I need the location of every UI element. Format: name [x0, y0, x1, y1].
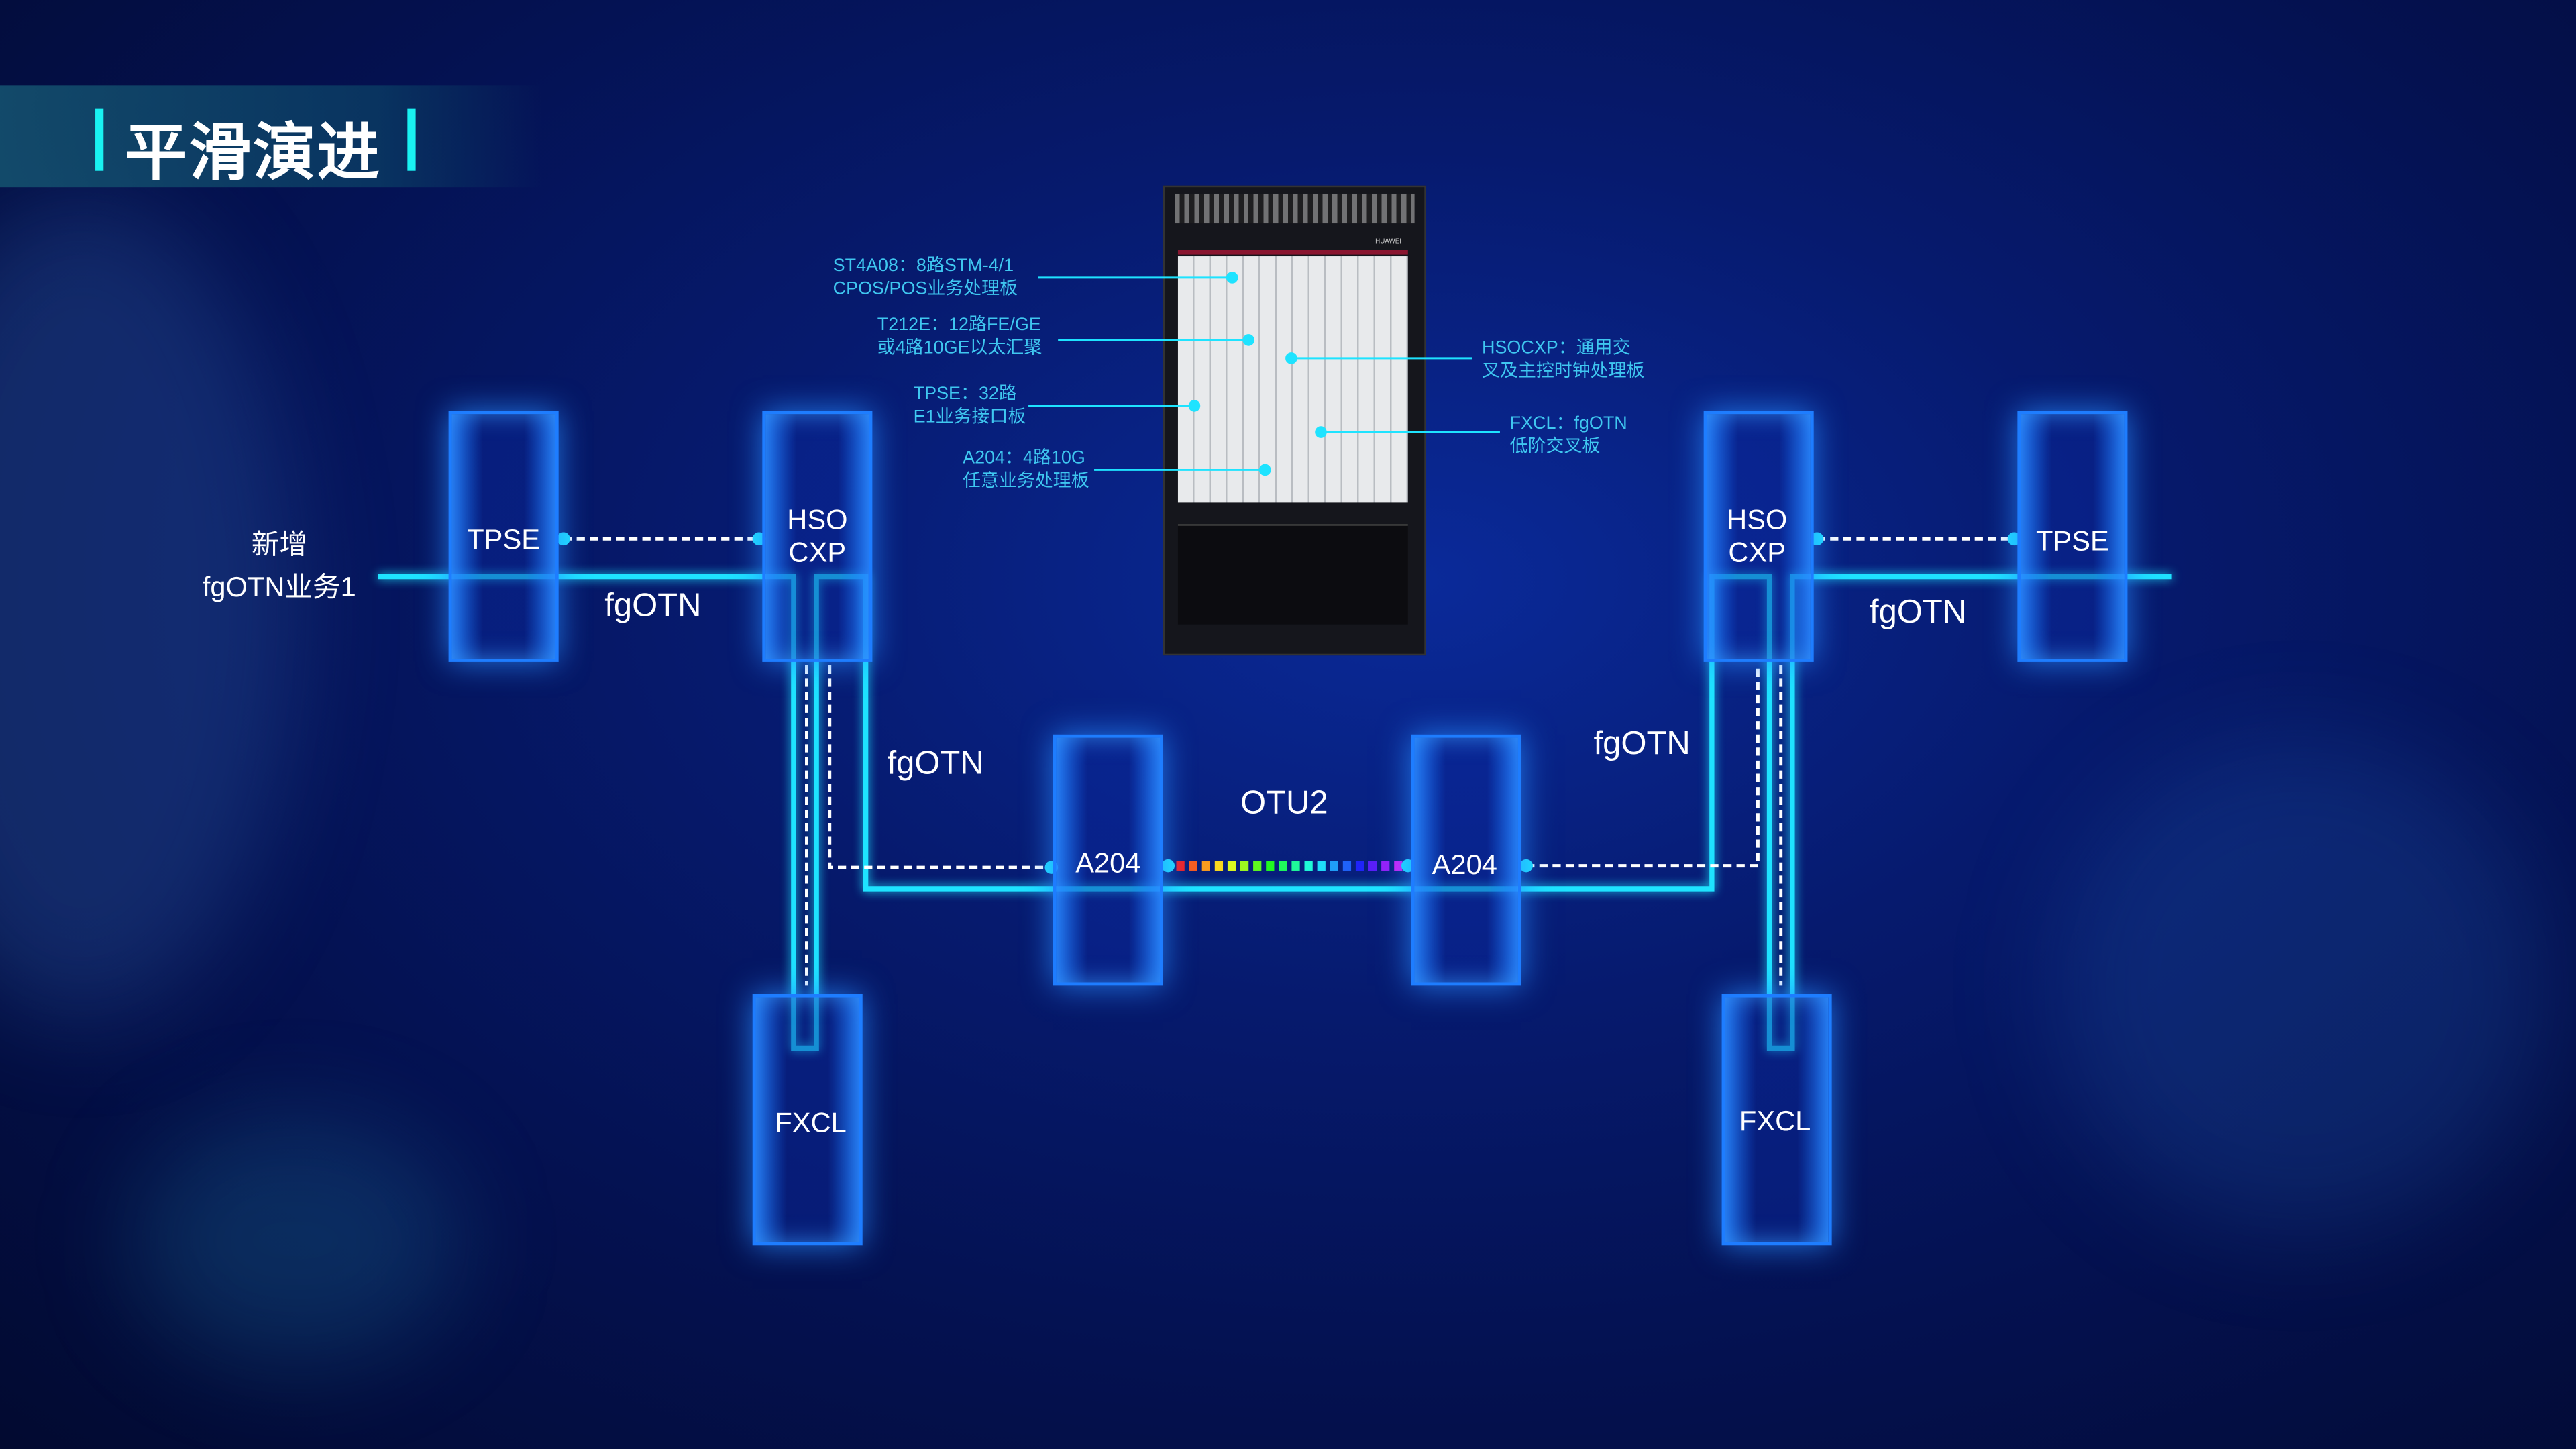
callout-text: 低阶交叉板: [1509, 437, 1601, 457]
callout-dot: [1285, 352, 1297, 364]
callout-text: ST4A08：8路STM-4/1: [833, 256, 1014, 276]
port-dot: [1810, 532, 1824, 546]
otu2-wavelength-dot: [1304, 861, 1313, 871]
node-label-line: CXP: [1728, 537, 1786, 569]
otu2-wavelength-dot: [1317, 861, 1326, 871]
node-label-line: HSO: [1727, 504, 1788, 536]
dashed-link: [1526, 665, 1760, 868]
node-label: FXCL: [775, 1107, 847, 1139]
otu2-wavelength-dot: [1214, 861, 1224, 871]
link-label: fgOTN: [1869, 594, 1967, 631]
node-label-line: HSO: [787, 504, 848, 536]
callout-dot: [1188, 400, 1201, 412]
port-dot: [752, 532, 766, 546]
otu2-wavelength-dot: [1189, 861, 1197, 871]
otu2-wavelength-dot: [1266, 861, 1275, 871]
otu2-wavelength-dot: [1240, 861, 1249, 871]
port-dot: [2007, 532, 2021, 546]
new-service-label: 新增 fgOTN业务1: [180, 524, 378, 609]
otu2-wavelength-dot: [1394, 861, 1403, 871]
callout-t212e: T212E：12路FE/GE 或4路10GE以太汇聚: [877, 314, 1042, 360]
node-tpse-left[interactable]: [448, 411, 559, 662]
otu2-wavelength-dot: [1355, 861, 1364, 871]
otu2-wavelength-dot: [1342, 861, 1352, 871]
node-tpse-right[interactable]: [2017, 411, 2128, 662]
title-accent: [407, 108, 416, 171]
title-accent: [95, 108, 104, 171]
callout-text: T212E：12路FE/GE: [877, 315, 1041, 335]
callout-text: CPOS/POS业务处理板: [833, 279, 1018, 299]
node-label-line: CXP: [788, 537, 847, 569]
node-a204-left[interactable]: [1053, 734, 1163, 986]
otu2-wavelength-dot: [1291, 861, 1300, 871]
node-hsocxp-left[interactable]: [762, 411, 873, 662]
node-label: A204: [1432, 849, 1497, 881]
port-dot: [1401, 859, 1415, 873]
otu2-wavelength-dot: [1201, 861, 1210, 871]
callout-dot: [1226, 272, 1238, 284]
node-label: A204: [1075, 847, 1141, 879]
bg-glow: [2053, 739, 2546, 1232]
service-line: 新增: [251, 529, 307, 561]
callout-text: 任意业务处理板: [963, 471, 1089, 492]
callout-text: TPSE：32路: [913, 384, 1017, 405]
callout-dot: [1258, 464, 1271, 476]
port-dot: [1519, 859, 1533, 873]
title-bar: [0, 85, 543, 188]
dashed-link: [828, 665, 1052, 869]
rack-ports: [1175, 193, 1415, 224]
callout-a204: A204：4路10G 任意业务处理板: [963, 447, 1089, 493]
link-label: fgOTN: [1593, 726, 1690, 763]
otu2-wavelength-dot: [1227, 861, 1236, 871]
callout-dot: [1242, 334, 1255, 346]
callout-text: HSOCXP：通用交: [1481, 338, 1631, 358]
node-label: TPSE: [467, 524, 540, 555]
fan-tray: [1177, 524, 1408, 625]
link-label: fgOTN: [604, 588, 702, 625]
device-brand: HUAWEI: [1375, 236, 1401, 245]
otu2-wavelength-dot: [1330, 861, 1338, 871]
board-slots: [1177, 256, 1408, 503]
callout-text: E1业务接口板: [913, 407, 1026, 427]
callout-dot: [1315, 426, 1327, 438]
node-label: TPSE: [2036, 525, 2109, 557]
page-title: 平滑演进: [125, 119, 382, 189]
otu2-rainbow-link: [1176, 861, 1403, 871]
node-label: FXCL: [1739, 1106, 1811, 1137]
device-chassis-image: HUAWEI: [1163, 185, 1426, 656]
callout-hsocxp: HSOCXP：通用交叉及主控时钟处理板: [1482, 337, 1644, 383]
callout-text: A204：4路10G: [963, 448, 1085, 468]
port-dot: [1161, 859, 1175, 873]
port-dot: [557, 532, 570, 546]
callout-fxcl: FXCL：fgOTN 低阶交叉板: [1510, 413, 1627, 459]
otu2-wavelength-dot: [1253, 861, 1262, 871]
node-fxcl-right[interactable]: [1721, 994, 1832, 1246]
link-label: fgOTN: [887, 745, 984, 782]
callout-text: 叉及主控时钟处理板: [1481, 361, 1645, 382]
service-line: fgOTN业务1: [202, 572, 356, 603]
otu2-wavelength-dot: [1368, 861, 1377, 871]
otu2-label: OTU2: [1240, 785, 1328, 822]
otu2-wavelength-dot: [1381, 861, 1390, 871]
node-fxcl-left[interactable]: [752, 994, 863, 1246]
otu2-wavelength-dot: [1176, 861, 1185, 871]
node-a204-right[interactable]: [1411, 734, 1521, 986]
callout-text: FXCL：fgOTN: [1509, 414, 1627, 434]
bg-glow: [131, 1117, 460, 1364]
callout-text: 或4路10GE以太汇聚: [877, 338, 1042, 358]
node-hsocxp-right[interactable]: [1703, 411, 1814, 662]
otu2-wavelength-dot: [1279, 861, 1287, 871]
chassis-trim: [1177, 250, 1408, 255]
